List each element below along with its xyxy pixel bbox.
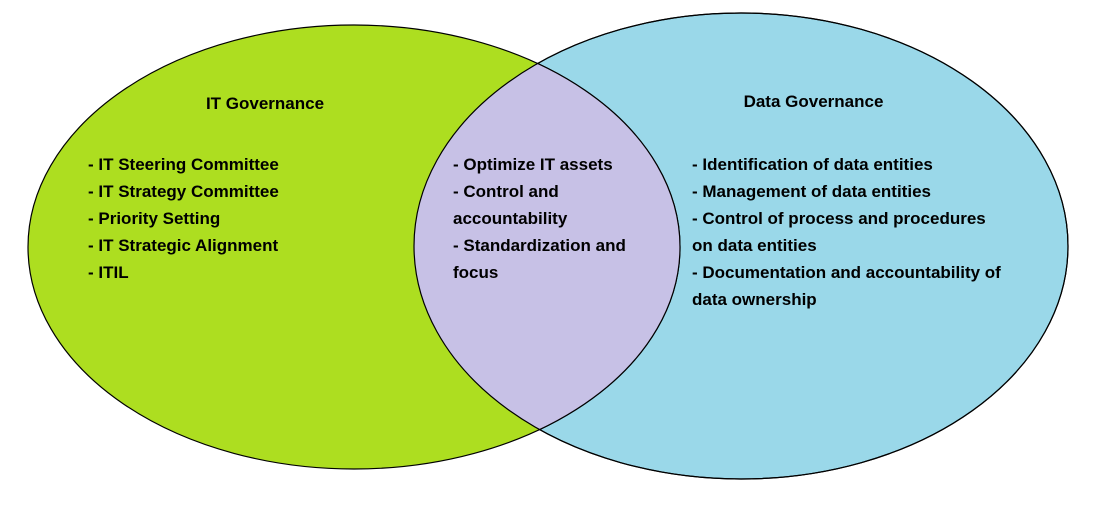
list-item: - Control and accountability <box>453 182 568 228</box>
list-item: - Control of process and procedures on d… <box>692 209 986 255</box>
list-item: - IT Steering Committee <box>88 155 279 174</box>
list-item: - Priority Setting <box>88 209 221 228</box>
it-governance-title: IT Governance <box>205 94 325 113</box>
list-item: - Standardization and focus <box>453 236 626 282</box>
list-item: - ITIL <box>88 263 129 282</box>
data-governance-list: - Identification of data entities - Mana… <box>692 151 1087 313</box>
it-governance-list: - IT Steering Committee - IT Strategy Co… <box>88 151 388 286</box>
list-item: - Documentation and accountability of da… <box>692 263 1001 309</box>
list-item: - Identification of data entities <box>692 155 933 174</box>
data-governance-outline <box>413 12 1069 480</box>
data-governance-title: Data Governance <box>743 92 884 111</box>
list-item: - Optimize IT assets <box>453 155 613 174</box>
list-item: - IT Strategy Committee <box>88 182 279 201</box>
intersection-region <box>414 24 681 470</box>
list-item: - IT Strategic Alignment <box>88 236 279 255</box>
intersection-list: - Optimize IT assets - Control and accou… <box>453 151 678 286</box>
list-item: - Management of data entities <box>692 182 931 201</box>
